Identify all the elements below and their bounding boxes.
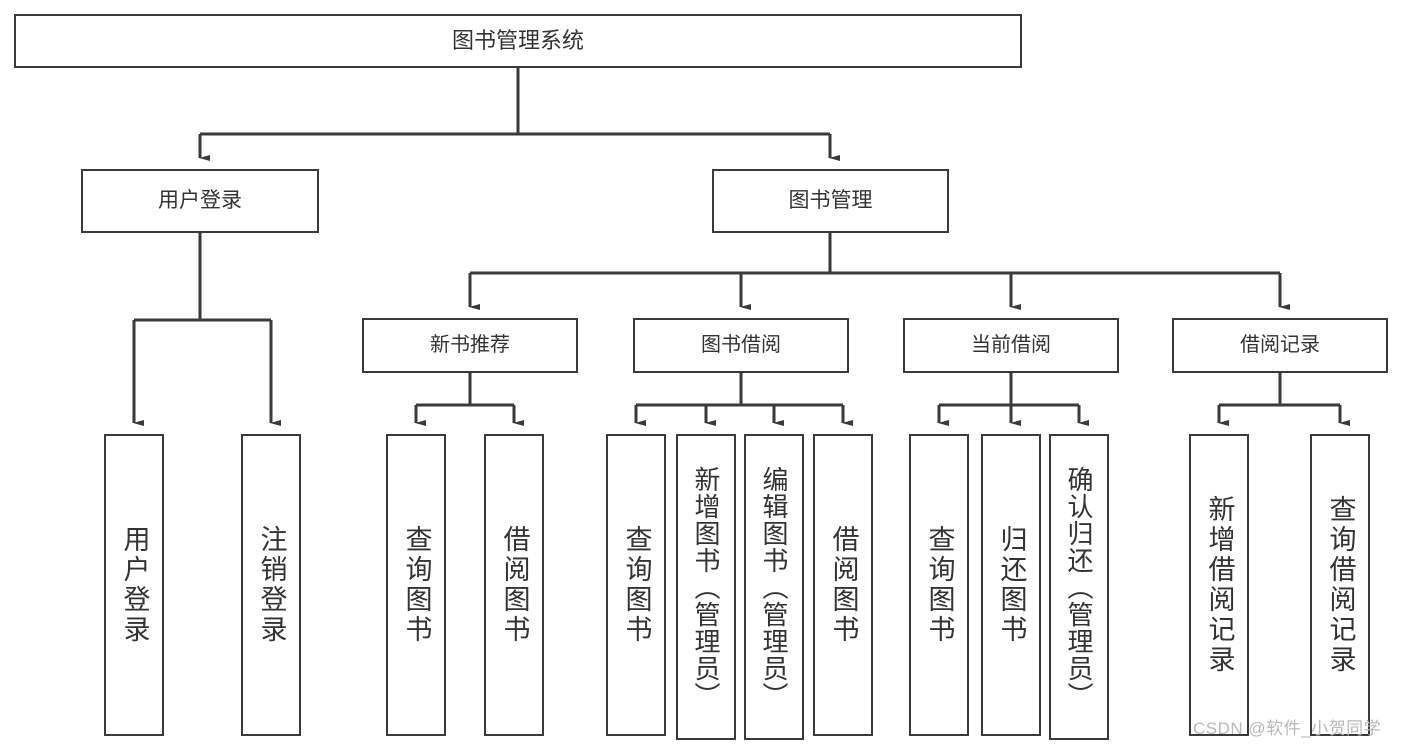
- leaf-query-book-3-label: 查询图书: [924, 525, 955, 645]
- leaf-add-borrow-record[interactable]: 新增借阅记录: [1189, 434, 1249, 736]
- node-book-borrow[interactable]: 图书借阅: [633, 318, 849, 373]
- leaf-edit-book-admin-label: 编辑图书（管理员）: [759, 465, 789, 709]
- leaf-borrow-book-2[interactable]: 借阅图书: [813, 434, 873, 736]
- leaf-query-borrow-record-label: 查询借阅记录: [1325, 495, 1356, 675]
- leaf-add-book-admin-label: 新增图书（管理员）: [691, 465, 721, 709]
- leaf-confirm-return-admin-label: 确认归还（管理员）: [1064, 465, 1094, 709]
- leaf-return-book-label: 归还图书: [996, 525, 1027, 645]
- node-book-borrow-label: 图书借阅: [701, 334, 781, 357]
- node-user-login-label: 用户登录: [158, 189, 242, 213]
- leaf-logout[interactable]: 注销登录: [241, 434, 301, 736]
- node-new-book-recommend[interactable]: 新书推荐: [362, 318, 578, 373]
- leaf-confirm-return-admin[interactable]: 确认归还（管理员）: [1049, 434, 1109, 740]
- node-root-label: 图书管理系统: [451, 27, 584, 53]
- node-root[interactable]: 图书管理系统: [14, 14, 1022, 68]
- leaf-user-login-label: 用户登录: [119, 525, 150, 645]
- leaf-user-login[interactable]: 用户登录: [104, 434, 164, 736]
- leaf-borrow-book-2-label: 借阅图书: [828, 525, 859, 645]
- watermark: CSDN @软件_小贺同学: [1193, 719, 1382, 738]
- node-current-borrow-label: 当前借阅: [971, 334, 1051, 357]
- node-borrow-record[interactable]: 借阅记录: [1172, 318, 1388, 373]
- leaf-edit-book-admin[interactable]: 编辑图书（管理员）: [744, 434, 804, 740]
- leaf-query-book-2[interactable]: 查询图书: [606, 434, 666, 736]
- node-borrow-record-label: 借阅记录: [1240, 334, 1320, 357]
- node-book-management-label: 图书管理: [788, 189, 873, 213]
- leaf-query-book-1[interactable]: 查询图书: [386, 434, 446, 736]
- node-user-login[interactable]: 用户登录: [81, 169, 319, 233]
- node-current-borrow[interactable]: 当前借阅: [903, 318, 1119, 373]
- leaf-logout-label: 注销登录: [256, 525, 287, 645]
- leaf-borrow-book-1-label: 借阅图书: [499, 525, 530, 645]
- leaf-return-book[interactable]: 归还图书: [981, 434, 1041, 736]
- leaf-add-book-admin[interactable]: 新增图书（管理员）: [676, 434, 736, 740]
- node-new-book-recommend-label: 新书推荐: [430, 334, 510, 357]
- leaf-query-book-1-label: 查询图书: [401, 525, 432, 645]
- node-book-management[interactable]: 图书管理: [712, 169, 949, 233]
- leaf-add-borrow-record-label: 新增借阅记录: [1204, 495, 1235, 675]
- leaf-query-book-3[interactable]: 查询图书: [909, 434, 969, 736]
- leaf-query-borrow-record[interactable]: 查询借阅记录: [1310, 434, 1370, 736]
- leaf-query-book-2-label: 查询图书: [621, 525, 652, 645]
- leaf-borrow-book-1[interactable]: 借阅图书: [484, 434, 544, 736]
